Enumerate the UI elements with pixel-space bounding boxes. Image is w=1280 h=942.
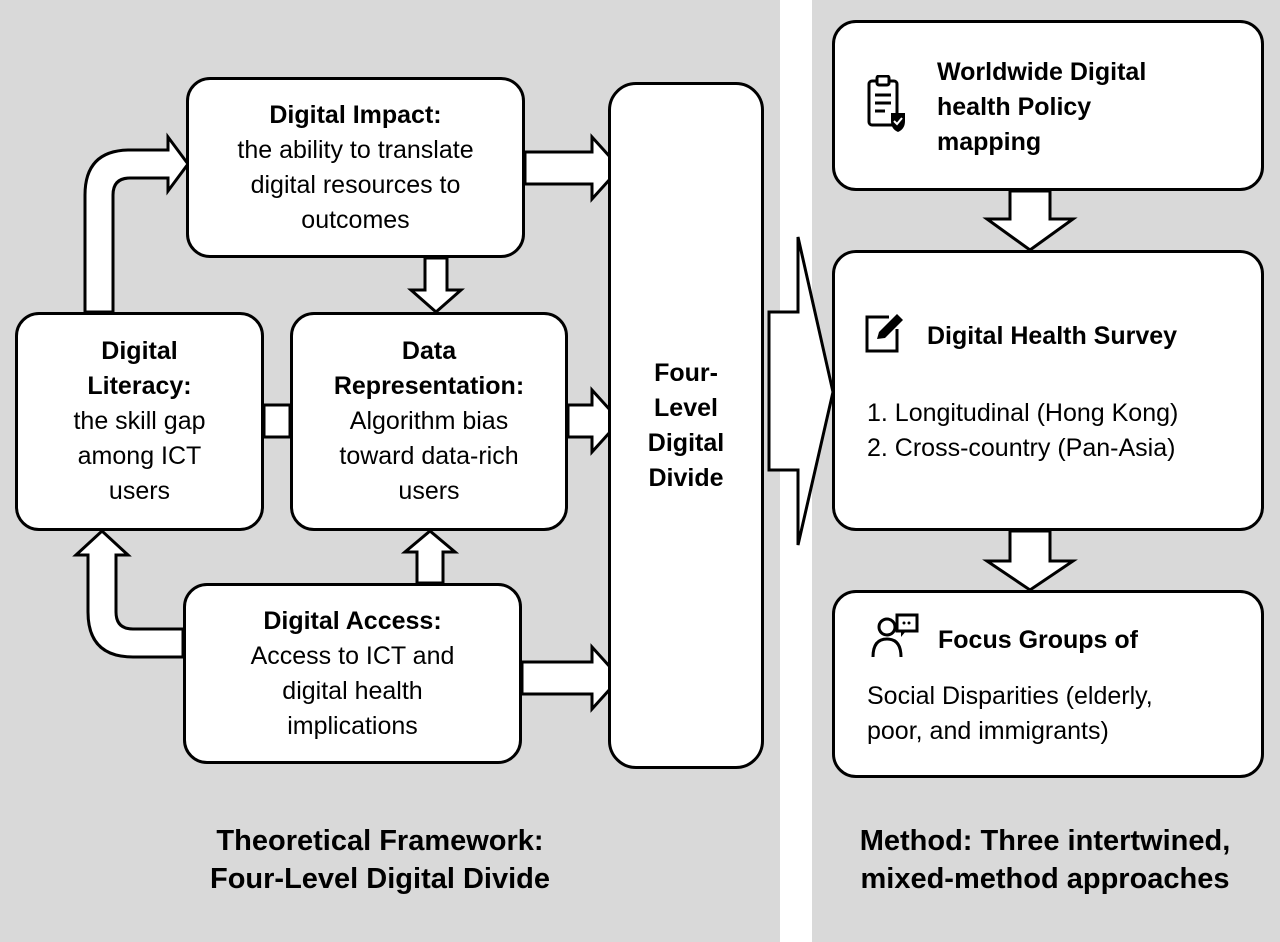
policy-title: Worldwide Digital — [937, 58, 1147, 86]
divide-title: Digital — [647, 428, 725, 457]
policy-mapping-box: Worldwide Digital health Policy mapping — [832, 20, 1264, 191]
digital-impact-line: digital resources to — [250, 170, 461, 199]
digital-literacy-line: users — [108, 477, 171, 505]
data-representation-line: Algorithm bias — [349, 407, 509, 435]
arrow-literacy-to-impact — [83, 132, 190, 314]
digital-access-line: Access to ICT and — [250, 641, 455, 670]
digital-access-line: digital health — [282, 676, 423, 705]
four-level-divide-box: Four- Level Digital Divide — [608, 82, 764, 769]
method-caption-line: mixed-method approaches — [860, 863, 1230, 895]
data-representation-box: Data Representation: Algorithm bias towa… — [290, 312, 568, 531]
divide-title: Four- — [654, 358, 718, 387]
digital-literacy-title: Digital — [101, 337, 178, 365]
digital-literacy-line: among ICT — [77, 442, 202, 470]
focus-line: Social Disparities (elderly, — [867, 682, 1153, 710]
arrow-impact-to-divide — [523, 133, 623, 203]
arrow-data-to-divide — [566, 386, 623, 456]
arrow-access-to-data — [400, 529, 460, 585]
policy-title: health Policy — [937, 93, 1092, 121]
arrow-access-to-divide — [520, 643, 623, 713]
digital-literacy-title: Literacy: — [87, 372, 192, 400]
arrow-policy-to-survey — [982, 189, 1078, 252]
digital-impact-line: outcomes — [301, 205, 410, 234]
digital-access-line: implications — [287, 711, 418, 740]
arrow-impact-to-data — [407, 256, 465, 314]
data-representation-line: toward data-rich — [339, 442, 519, 470]
focus-groups-box: Focus Groups of Social Disparities (elde… — [832, 590, 1264, 778]
divide-title: Level — [654, 393, 718, 422]
survey-title: Digital Health Survey — [927, 322, 1178, 350]
edit-note-icon — [865, 314, 903, 353]
arrow-framework-to-method — [767, 236, 835, 546]
digital-impact-title: Digital Impact: — [269, 100, 442, 129]
arrow-access-to-literacy — [72, 528, 185, 659]
policy-title: mapping — [937, 128, 1042, 156]
divide-title: Divide — [648, 463, 724, 492]
digital-health-survey-box: Digital Health Survey 1. Longitudinal (H… — [832, 250, 1264, 531]
digital-impact-line: the ability to translate — [237, 135, 474, 164]
focus-title: Focus Groups of — [938, 626, 1138, 654]
digital-literacy-line: the skill gap — [73, 407, 206, 435]
connector-literacy-data — [262, 403, 292, 439]
data-representation-title: Representation: — [333, 372, 525, 400]
framework-caption-line: Four-Level Digital Divide — [210, 863, 550, 895]
survey-item: 1. Longitudinal (Hong Kong) — [867, 399, 1179, 427]
digital-literacy-box: Digital Literacy: the skill gap among IC… — [15, 312, 264, 531]
digital-impact-box: Digital Impact: the ability to translate… — [186, 77, 525, 258]
focus-group-icon — [871, 613, 919, 658]
framework-caption: Theoretical Framework: Four-Level Digita… — [140, 822, 620, 898]
clipboard-shield-icon — [867, 75, 905, 132]
arrow-survey-to-focus — [982, 529, 1078, 592]
survey-item: 2. Cross-country (Pan-Asia) — [867, 434, 1176, 462]
data-representation-title: Data — [401, 337, 457, 365]
digital-access-title: Digital Access: — [263, 606, 442, 635]
framework-caption-line: Theoretical Framework: — [216, 825, 544, 857]
data-representation-line: users — [398, 477, 460, 505]
method-caption: Method: Three intertwined, mixed-method … — [820, 822, 1270, 898]
method-caption-line: Method: Three intertwined, — [859, 825, 1231, 857]
focus-line: poor, and immigrants) — [867, 717, 1109, 745]
digital-access-box: Digital Access: Access to ICT and digita… — [183, 583, 522, 764]
